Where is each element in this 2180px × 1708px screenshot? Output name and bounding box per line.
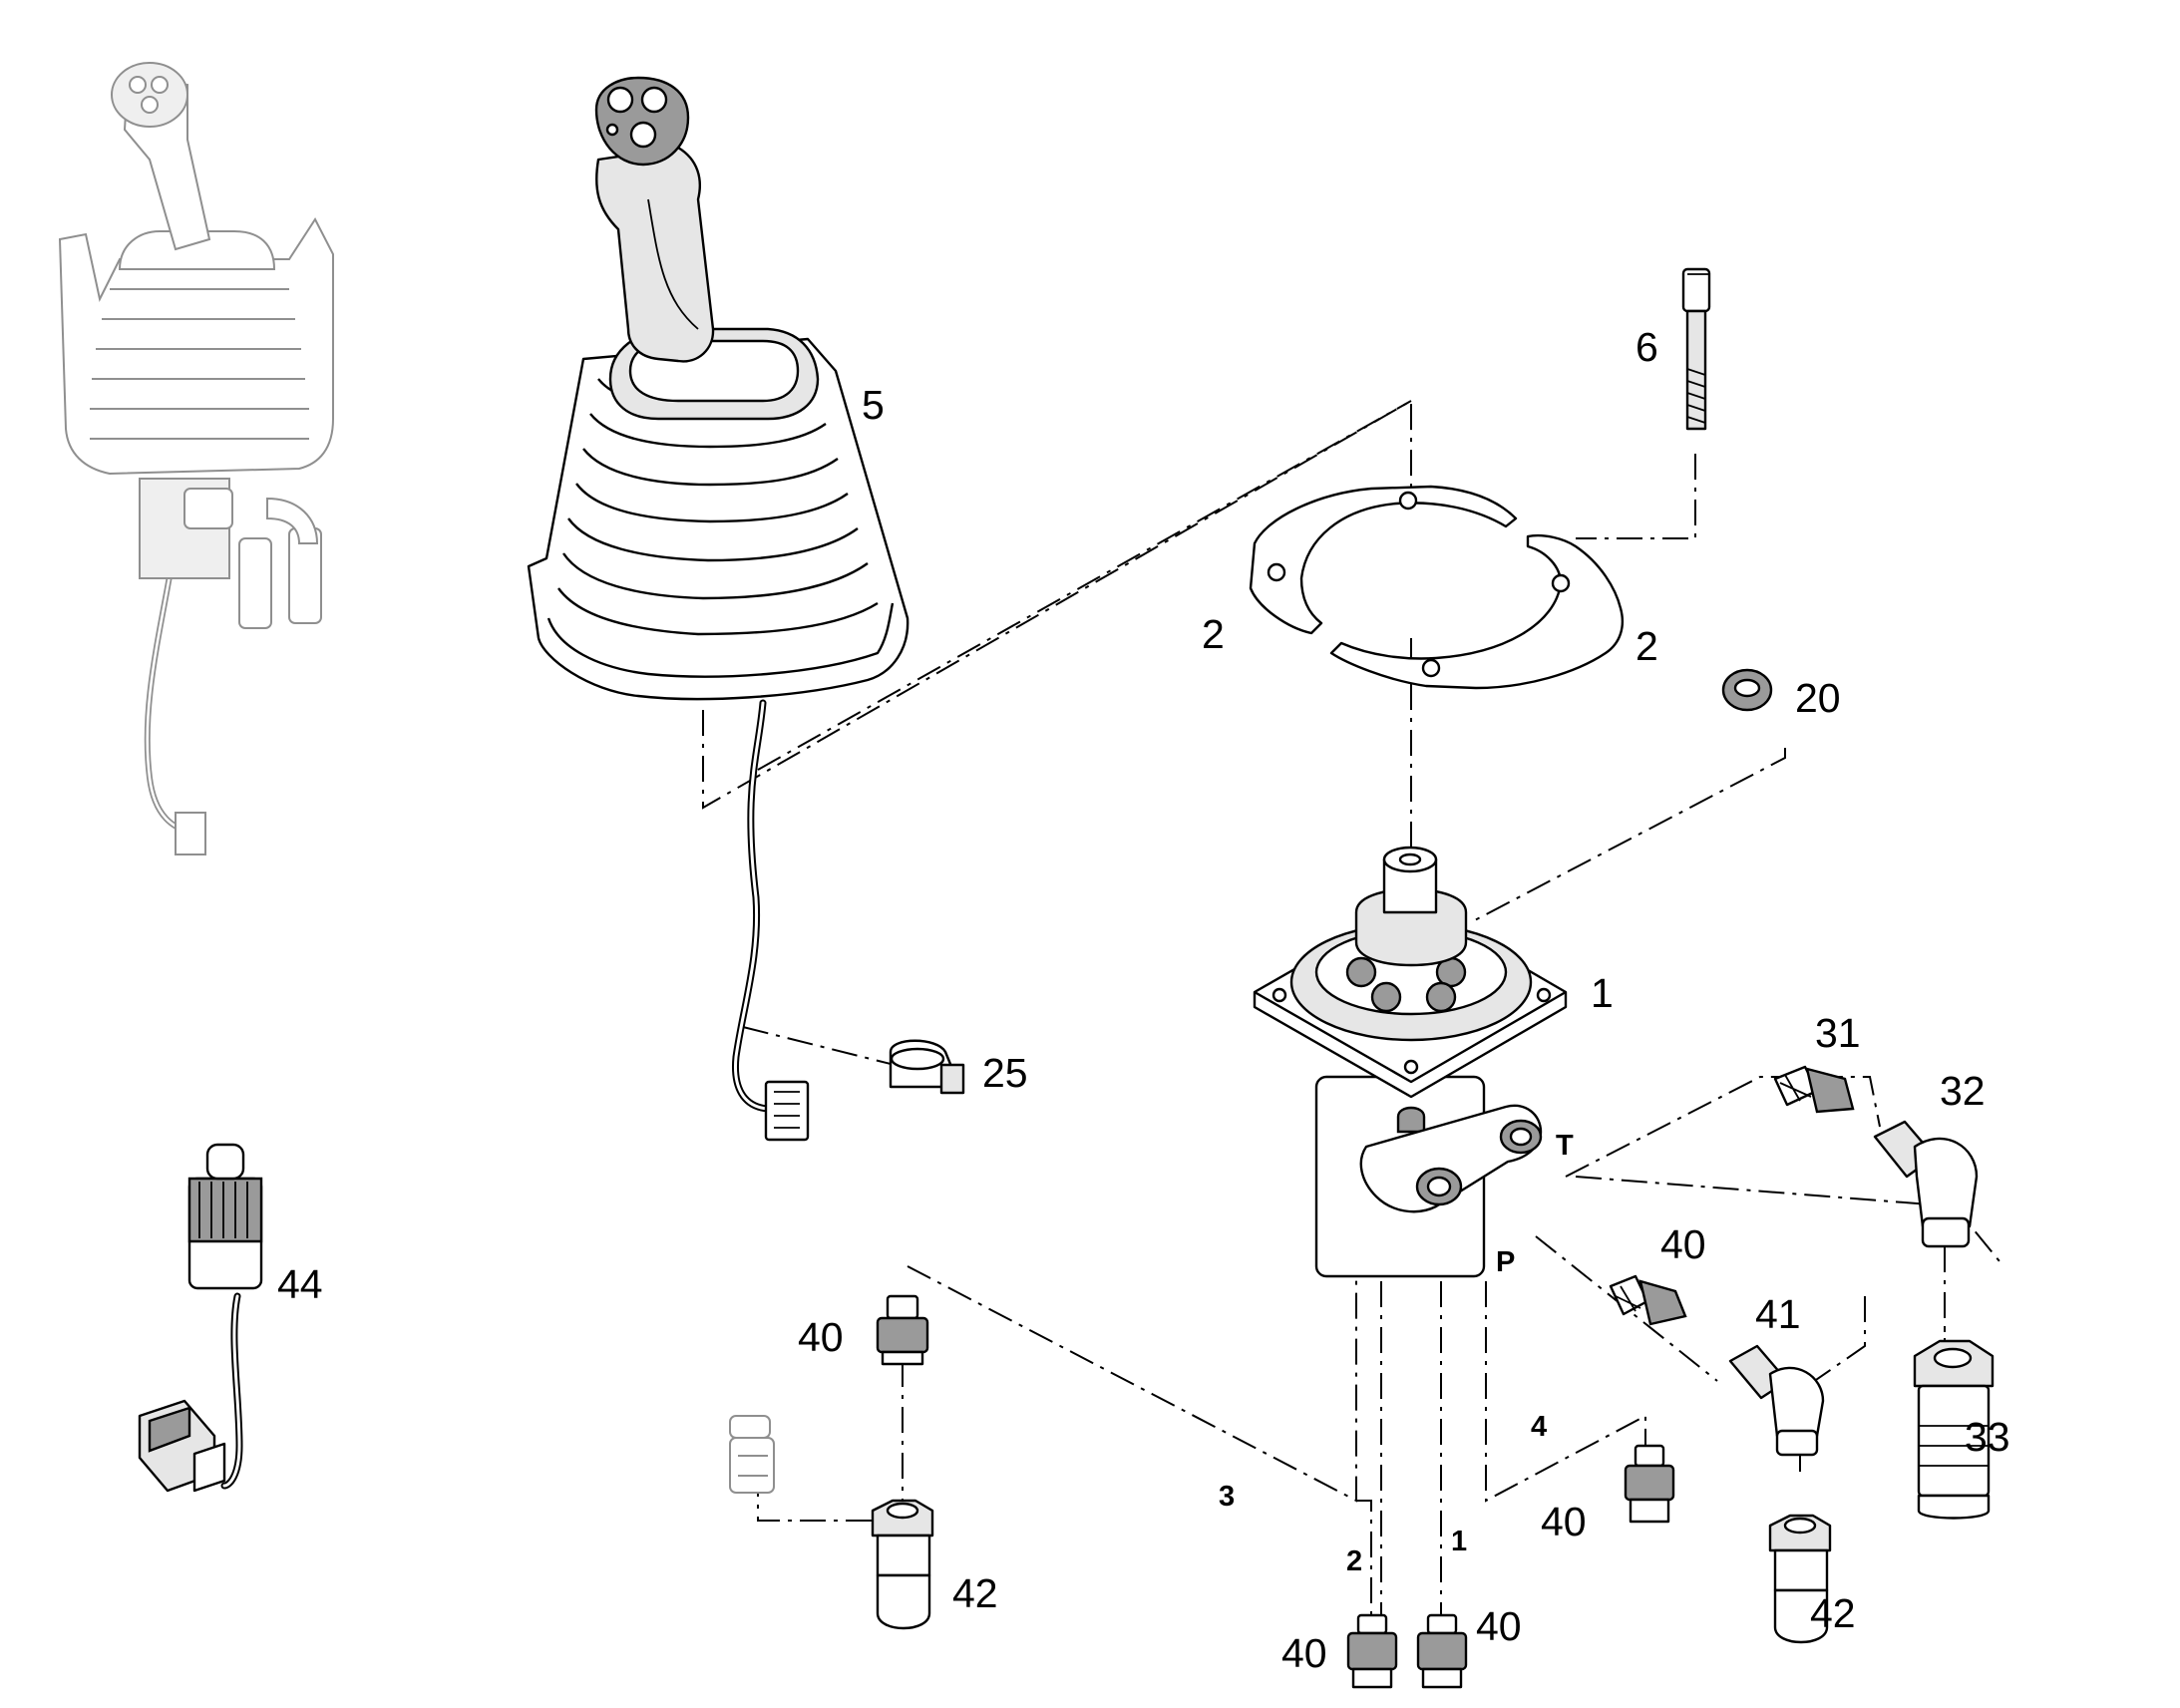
port-label-4: 4 — [1531, 1411, 1547, 1443]
fitting-40-left — [876, 1294, 929, 1366]
callout-40-port-4: 40 — [1541, 1499, 1587, 1544]
connector-42-right — [1768, 1514, 1832, 1644]
port-label-3: 3 — [1219, 1481, 1235, 1513]
cable-clip — [889, 1039, 965, 1095]
callout-33: 33 — [1965, 1414, 2010, 1460]
fitting-40-port-2 — [1346, 1613, 1398, 1689]
callout-1: 1 — [1591, 970, 1614, 1016]
port-label-2: 2 — [1346, 1545, 1362, 1577]
callout-40-left: 40 — [798, 1314, 844, 1360]
callout-40-port-1: 40 — [1476, 1603, 1522, 1649]
callout-41: 41 — [1755, 1291, 1801, 1337]
callout-42-right: 42 — [1810, 1590, 1856, 1636]
callout-31: 31 — [1815, 1010, 1861, 1056]
pilot-valve-body — [1253, 846, 1568, 1278]
callout-6: 6 — [1635, 324, 1658, 370]
callout-40-port-2: 40 — [1281, 1630, 1327, 1676]
callout-40-p-port: 40 — [1660, 1221, 1706, 1267]
callout-32: 32 — [1940, 1068, 1986, 1114]
assembled-joystick-preview — [58, 62, 334, 855]
callout-5: 5 — [862, 382, 885, 428]
bolt — [1681, 267, 1711, 431]
callout-2-left: 2 — [1202, 611, 1225, 657]
port-labels: T P 1 2 3 4 — [1219, 1130, 1574, 1577]
elbow-fitting-41 — [1728, 1344, 1825, 1457]
callout-20: 20 — [1795, 675, 1841, 721]
port-label-P: P — [1496, 1246, 1515, 1278]
gasket-plates — [1249, 485, 1625, 690]
callout-44: 44 — [277, 1261, 323, 1307]
joystick-handle-boot — [527, 76, 909, 1142]
callout-labels: 1 2 2 5 6 20 25 31 32 33 40 40 40 40 40 … — [277, 324, 2010, 1676]
port-label-1: 1 — [1451, 1526, 1467, 1557]
fitting-40-port-4 — [1624, 1444, 1675, 1524]
assembly-leader-lines — [702, 399, 2000, 1620]
callout-25: 25 — [982, 1050, 1028, 1096]
port-label-T: T — [1556, 1130, 1574, 1162]
fitting-40-p-port — [1609, 1274, 1687, 1326]
elbow-fitting-32 — [1873, 1120, 1979, 1248]
callout-2-right: 2 — [1635, 623, 1658, 669]
fitting-40-port-1 — [1416, 1613, 1468, 1689]
grommet — [1721, 668, 1773, 712]
callout-42-left: 42 — [952, 1570, 998, 1616]
connector-42-ghost — [729, 1415, 775, 1494]
hose-end-33 — [1913, 1339, 1995, 1520]
connector-42-left — [871, 1499, 934, 1630]
pressure-sensor — [138, 1143, 263, 1493]
adapter-fitting-31 — [1773, 1065, 1855, 1114]
